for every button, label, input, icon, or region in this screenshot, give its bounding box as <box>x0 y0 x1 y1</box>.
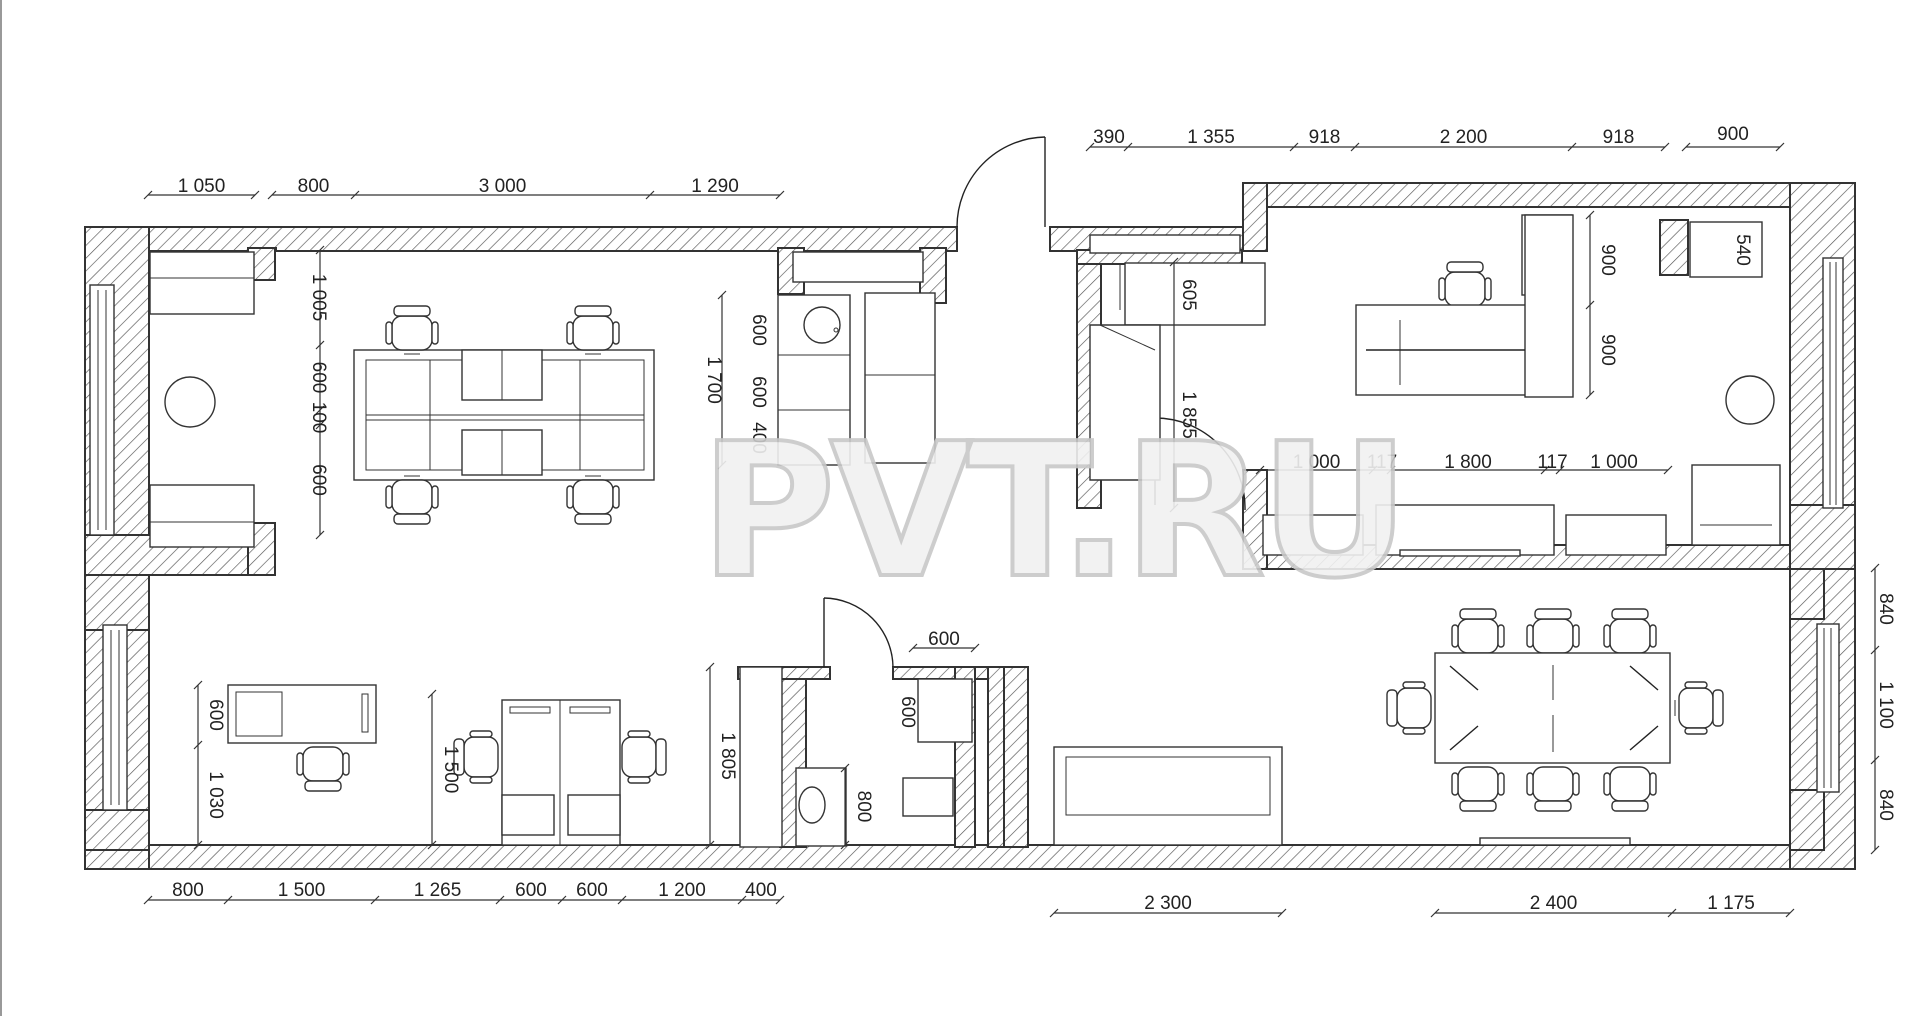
chair-icon <box>296 742 350 792</box>
lobby-furniture <box>1053 746 1283 846</box>
dimension-label: 600 <box>748 376 769 408</box>
dimension-label: 840 <box>1875 593 1896 625</box>
chair-icon <box>1386 681 1436 735</box>
chair-icon <box>1603 762 1657 812</box>
office-furniture <box>1089 214 1781 557</box>
dimension-label: 918 <box>1603 127 1635 148</box>
chairs <box>296 261 1724 812</box>
dimension-label: 1 200 <box>658 880 706 901</box>
manager-desk <box>227 684 377 744</box>
entrance-door-swing <box>956 136 1046 228</box>
chair-icon <box>1451 762 1505 812</box>
dimension-label: 1 050 <box>178 176 226 197</box>
dimension-label: 800 <box>172 880 204 901</box>
sink-icon <box>803 306 841 344</box>
dimension-label: 1 005 <box>308 274 329 322</box>
dimension-label: 1 805 <box>717 732 738 780</box>
meeting-room-furniture <box>1434 652 1671 846</box>
armchair-bottom <box>149 484 255 548</box>
dimension-label: 600 <box>576 880 608 901</box>
dimension-label: 840 <box>1875 789 1896 821</box>
dimension-label: 2 200 <box>1440 127 1488 148</box>
dimension-label: 3 000 <box>479 176 527 197</box>
dimension-label: 900 <box>1717 124 1749 145</box>
dimension-label: 918 <box>1309 127 1341 148</box>
dimension-label: 390 <box>1093 127 1125 148</box>
lower-left-furniture <box>227 666 783 848</box>
armchair-top <box>149 251 255 315</box>
dimension-label: 540 <box>1732 234 1753 266</box>
dimension-label: 600 <box>897 696 918 728</box>
dimension-label: 900 <box>1597 244 1618 276</box>
dimension-label: 600 <box>308 464 329 496</box>
chair-icon <box>1526 608 1580 658</box>
chair-icon <box>453 730 503 784</box>
round-table-office <box>1725 375 1775 425</box>
dimension-label: 600 <box>748 314 769 346</box>
dimension-label: 800 <box>853 791 874 823</box>
bathroom-fixtures <box>795 678 973 847</box>
chair-icon <box>1438 261 1492 311</box>
dimension-lines: 1 050 800 3 000 1 290 390 1 355 918 2 200 918 900… <box>143 124 1896 918</box>
dimension-label: 1 030 <box>205 771 226 819</box>
round-table <box>164 376 216 428</box>
dimension-label: 1 855 <box>1178 391 1199 439</box>
dimension-label: 1 500 <box>440 746 461 794</box>
dimension-label: 1 265 <box>414 880 462 901</box>
chair-icon <box>385 305 439 355</box>
dimension-label: 1 290 <box>691 176 739 197</box>
reception-desk <box>1089 324 1161 481</box>
chair-icon <box>1451 608 1505 658</box>
dimension-label: 1 175 <box>1707 893 1755 914</box>
chair-icon <box>1603 608 1657 658</box>
dimension-label: 600 <box>308 362 329 394</box>
bathroom-door-swing <box>823 597 894 668</box>
watermark-text: PVT.RU <box>700 403 1404 619</box>
dimension-label: 800 <box>298 176 330 197</box>
dimension-label: 1 000 <box>1293 452 1341 473</box>
dimension-label: 1 800 <box>1444 452 1492 473</box>
lobby-sofa <box>1053 746 1283 846</box>
dimension-label: 117 <box>1537 452 1567 473</box>
chair-icon <box>1674 681 1724 735</box>
chair-icon <box>566 305 620 355</box>
dimension-label: 1 500 <box>278 880 326 901</box>
dimension-label: 900 <box>1597 334 1618 366</box>
dimension-label: 600 <box>205 699 226 731</box>
toilet-icon <box>902 777 954 817</box>
cabinet-540 <box>1689 221 1763 278</box>
dimension-label: 1 355 <box>1187 127 1235 148</box>
kitchen-cabinet <box>864 292 936 464</box>
dimension-label: 605 <box>1178 279 1199 311</box>
dimension-label: 400 <box>748 422 769 454</box>
bath-cabinet <box>917 678 973 743</box>
left-room-furniture <box>149 251 655 548</box>
dimension-label: 1 000 <box>1590 452 1638 473</box>
dimension-label: 400 <box>745 880 777 901</box>
dimension-label: 1 100 <box>1875 681 1896 729</box>
chair-icon <box>1526 762 1580 812</box>
dimension-label: 2 300 <box>1144 893 1192 914</box>
dimension-label: 600 <box>928 629 960 650</box>
chair-icon <box>566 475 620 525</box>
dimension-label: 1 700 <box>703 356 724 404</box>
chair-icon <box>385 475 439 525</box>
windows <box>89 257 1844 811</box>
dimension-label: 600 <box>515 880 547 901</box>
dimension-label: 2 400 <box>1530 893 1578 914</box>
kitchen-furniture <box>777 251 936 466</box>
chair-icon <box>617 730 667 784</box>
dimension-label: 100 <box>308 402 329 434</box>
office-armchair <box>1691 464 1781 546</box>
dimension-label: 117 <box>1367 452 1397 473</box>
